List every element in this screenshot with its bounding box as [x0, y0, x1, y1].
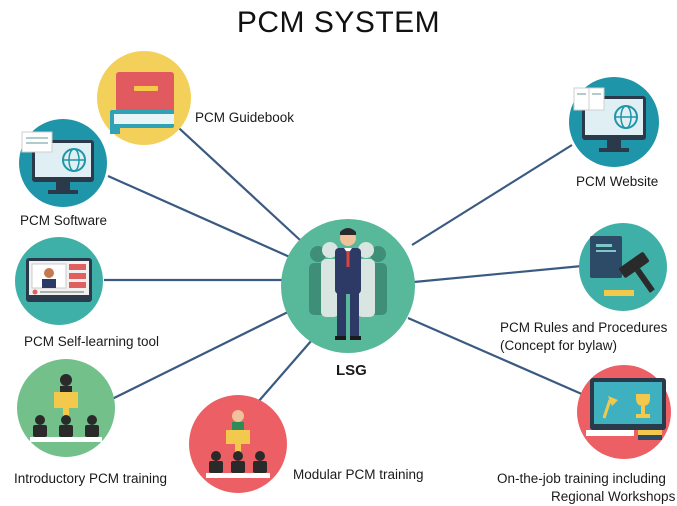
node-intro: [16, 358, 116, 458]
label-modular: Modular PCM training: [293, 467, 424, 482]
node-rules: [578, 222, 668, 312]
label-guidebook: PCM Guidebook: [195, 110, 295, 125]
desk-lamp-icon: [577, 365, 671, 459]
label-intro: Introductory PCM training: [14, 471, 168, 486]
node-guidebook: [96, 50, 192, 146]
monitor-globe-icon: [19, 119, 107, 207]
label-website: PCM Website: [576, 174, 659, 189]
node-modular: [188, 394, 288, 494]
connector-guidebook: [167, 117, 301, 241]
video-player-icon: [15, 237, 103, 325]
connector-rules: [413, 264, 583, 284]
connector-ojt: [407, 316, 585, 397]
node-website: [568, 76, 660, 168]
connector-software: [107, 174, 293, 260]
presentation-icon: [189, 395, 287, 493]
label-ojt-line1: On-the-job training including: [497, 471, 666, 486]
gavel-icon: [579, 223, 667, 311]
label-rules-line2: (Concept for bylaw): [500, 338, 618, 353]
hub-label: LSG: [336, 362, 367, 379]
label-selflearn: PCM Self-learning tool: [24, 334, 160, 349]
classroom-icon: [17, 359, 115, 457]
node-ojt: [576, 364, 672, 460]
connector-intro: [109, 307, 297, 401]
connector-website: [411, 144, 573, 246]
node-selflearn: [14, 236, 104, 326]
book-icon: [97, 51, 191, 145]
people-group-icon: [281, 219, 415, 353]
diagram-title: PCM SYSTEM: [236, 6, 441, 39]
label-software: PCM Software: [20, 213, 108, 228]
label-ojt-line2: Regional Workshops: [551, 489, 676, 504]
hub-lsg: [280, 218, 416, 354]
label-rules-line1: PCM Rules and Procedures: [500, 320, 668, 335]
monitor-book-icon: [569, 77, 659, 167]
node-software: [18, 118, 108, 208]
